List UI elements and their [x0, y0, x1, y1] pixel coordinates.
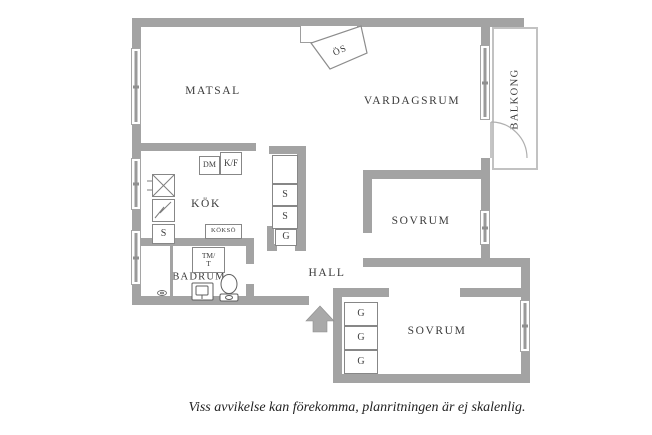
wall [521, 258, 530, 300]
room-label-hall: HALL [308, 267, 346, 279]
hall-wardrobe-box: G [275, 229, 297, 246]
wall [363, 258, 530, 267]
wall [297, 154, 306, 250]
window [520, 300, 530, 352]
window [131, 48, 141, 125]
wall [246, 284, 254, 296]
stove-box [152, 174, 175, 197]
dishwasher-label: DM [203, 160, 216, 170]
room-label-kok: KÖK [191, 198, 221, 210]
hall-cabinet-label: S [282, 211, 288, 223]
wall [363, 170, 372, 233]
dishwasher-box: DM [199, 156, 220, 175]
window [480, 45, 490, 120]
room-label-badrum: BADRUM [172, 271, 226, 283]
floor-drain-icon [157, 290, 167, 296]
room-label-balkong: BALKONG [509, 67, 521, 130]
hall-cabinet-label: S [282, 188, 288, 200]
fridge-freezer-box: K/F [220, 152, 242, 175]
wall [141, 238, 254, 246]
wall [363, 170, 490, 179]
shower-partition-wall [170, 246, 173, 296]
wall [141, 143, 256, 151]
window [131, 230, 141, 285]
wall [269, 146, 306, 154]
wall [132, 296, 309, 305]
hall-cabinet-box [272, 155, 298, 184]
wall [333, 374, 530, 383]
wall [481, 27, 490, 45]
hall-wardrobe-label: G [282, 231, 290, 243]
wardrobe-label: G [357, 355, 365, 367]
wall [132, 18, 524, 27]
wall [481, 245, 490, 267]
wall [267, 244, 277, 251]
kitchen-cabinet-label: S [160, 227, 167, 239]
window [131, 158, 141, 210]
wardrobe-box: G [344, 326, 378, 350]
hall-cabinet-box: S [272, 206, 298, 229]
window [480, 210, 490, 245]
room-label-matsal: MATSAL [185, 85, 241, 97]
wall [481, 158, 490, 210]
room-label-vardagsrum: VARDAGSRUM [363, 95, 461, 107]
disclaimer-text: Viss avvikelse kan förekomma, planritnin… [188, 400, 526, 415]
kitchen-island-box: KÖKSÖ [205, 224, 242, 239]
fireplace-label: ÖS [331, 42, 349, 59]
wardrobe-box: G [344, 302, 378, 326]
washer-dryer-box: TM/ T [192, 247, 225, 273]
hall-cabinet-box: S [272, 184, 298, 206]
balcony-outline: BALKONG [492, 27, 538, 170]
wardrobe-label: G [357, 307, 365, 319]
wardrobe-box: G [344, 350, 378, 374]
room-label-sovrum-2: SOVRUM [407, 325, 467, 337]
washer-dryer-label-2: T [206, 259, 211, 268]
wardrobe-label: G [357, 331, 365, 343]
entrance-arrow-icon [305, 305, 335, 333]
wall [460, 288, 530, 297]
wall [333, 288, 389, 297]
sink-counter-box [152, 199, 175, 222]
wall [333, 288, 342, 383]
wall [246, 246, 254, 264]
washer-dryer-label-1: TM/ [201, 251, 216, 261]
wall [295, 244, 306, 251]
fridge-freezer-label: K/F [223, 157, 238, 168]
wall [521, 352, 530, 383]
fireplace-recess [300, 26, 358, 43]
kitchen-cabinet-box: S [152, 224, 175, 244]
kitchen-island-label: KÖKSÖ [211, 227, 236, 235]
wall [267, 226, 274, 246]
room-label-sovrum-1: SOVRUM [391, 215, 451, 227]
